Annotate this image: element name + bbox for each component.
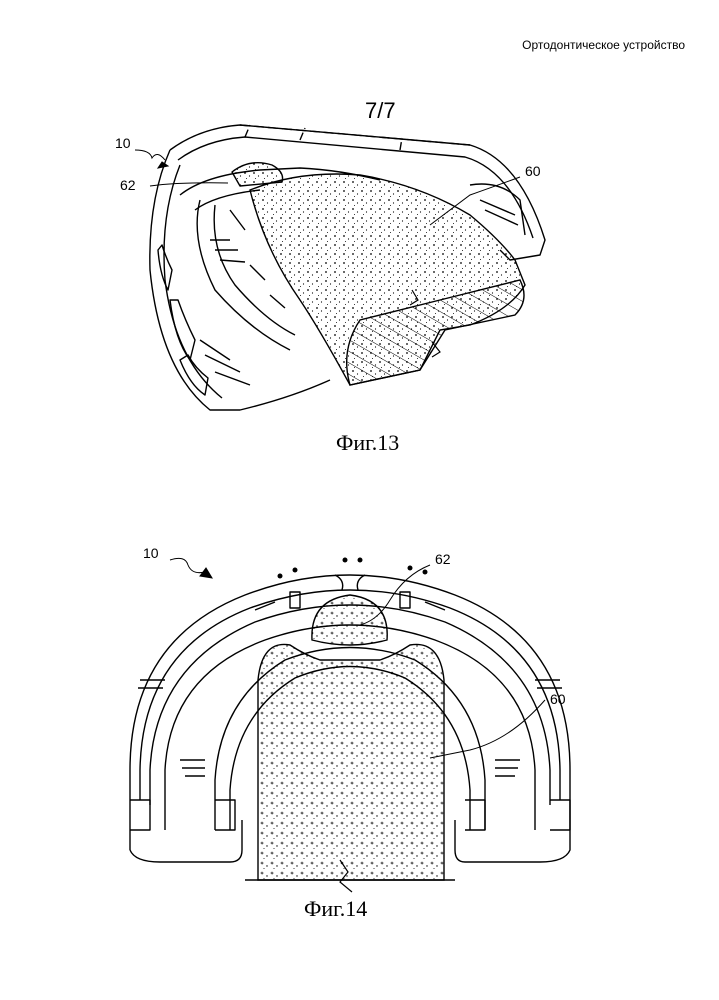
fig13-label-tongue: 60 [525,163,541,179]
fig13-label-bulb: 62 [120,177,136,193]
fig13-label-device: 10 [115,135,131,151]
fig14-label-bulb: 62 [435,551,451,567]
figure-13-caption: Фиг.13 [336,430,399,456]
figure-14-caption: Фиг.14 [304,896,367,922]
figure-13-drawing: 10 62 60 [0,0,719,470]
figure-14-drawing: 10 62 60 [0,500,719,900]
fig14-label-device: 10 [143,545,159,561]
fig14-label-tongue: 60 [550,691,566,707]
